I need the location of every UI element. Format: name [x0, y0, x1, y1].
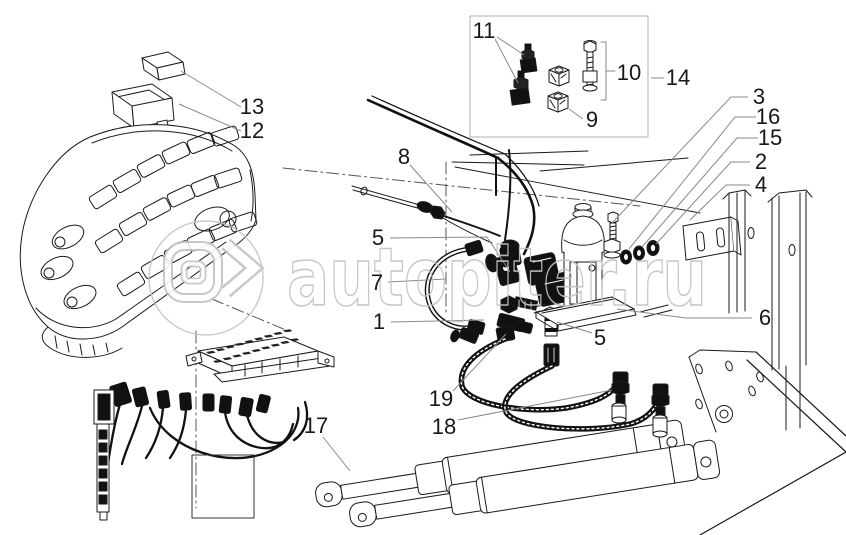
- callout-5a: 5: [371, 225, 385, 250]
- panel-teardrops: [40, 224, 97, 310]
- cable-bundle: [366, 95, 540, 256]
- callout-13: 13: [239, 94, 265, 119]
- callout-4: 4: [754, 172, 768, 197]
- callout-5b: 5: [593, 325, 607, 350]
- callout-8: 8: [397, 144, 411, 169]
- mounting-sheet: [191, 454, 255, 519]
- mounting-bracket: [682, 216, 742, 261]
- pump-assembly: [499, 203, 673, 332]
- harness-cables: [102, 400, 309, 498]
- wiring-harness: [93, 329, 335, 521]
- callout-14: 14: [665, 65, 691, 90]
- hose-loop: [424, 239, 486, 335]
- callout-1: 1: [372, 309, 386, 334]
- callout-19: 19: [428, 386, 454, 411]
- hydraulic-hoses: [458, 336, 664, 432]
- callout-3: 3: [752, 84, 766, 109]
- watermark: autopiter.ru: [148, 220, 708, 336]
- callout-9: 9: [585, 107, 599, 132]
- hydraulic-cylinders: [315, 419, 721, 528]
- switch-holes-row2: [94, 167, 243, 254]
- cylinder-fittings: [611, 371, 670, 438]
- cable-sensor-assembly: [351, 185, 501, 244]
- frame-posts: [722, 189, 813, 431]
- harness-connectors: [109, 381, 271, 418]
- parts-box: [469, 15, 649, 138]
- callout-12: 12: [239, 118, 265, 143]
- fuse-strip: [93, 389, 115, 521]
- callout-16: 16: [755, 104, 781, 129]
- watermark-text: autopiter.ru: [287, 231, 707, 324]
- frame-lines: [451, 150, 701, 214]
- switch-holes-row1: [88, 125, 240, 210]
- grommets: [620, 240, 660, 265]
- watermark-logo-circle: [148, 220, 264, 336]
- watermark-logo: [163, 238, 265, 303]
- callout-18: 18: [431, 414, 457, 439]
- bolt-3: [603, 211, 621, 259]
- pivot-plate: [688, 349, 846, 535]
- callout-17: 17: [303, 413, 329, 438]
- leader-lines: [178, 36, 758, 472]
- callout-6: 6: [758, 305, 772, 330]
- callout-2: 2: [754, 149, 768, 174]
- ecu-box: [185, 336, 335, 383]
- callout-11: 11: [472, 18, 496, 43]
- switch-panel: [19, 124, 258, 358]
- callout-10: 10: [616, 60, 642, 85]
- callout-15: 15: [757, 125, 783, 150]
- switch-cap: [141, 51, 186, 81]
- callout-7: 7: [370, 270, 384, 295]
